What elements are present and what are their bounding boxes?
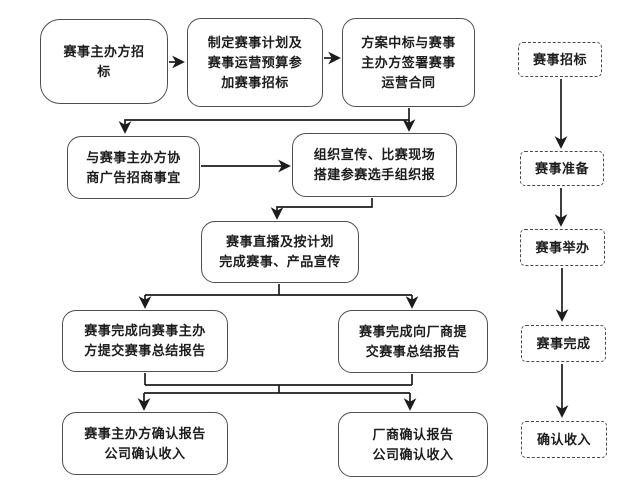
phase-box-event-completion: 赛事完成 xyxy=(521,325,606,362)
flow-box-host-tender: 赛事主办方招 标 xyxy=(40,19,168,104)
flow-box-report-to-vendor: 赛事完成向厂商提 交赛事总结报告 xyxy=(338,310,488,373)
flow-box-vendor-confirm-revenue: 厂商确认报告 公司确认收入 xyxy=(338,412,488,477)
phase-box-event-hosting: 赛事举办 xyxy=(520,229,605,266)
phase-box-event-preparation: 赛事准备 xyxy=(520,151,604,186)
flow-box-win-contract: 方案中标与赛事 主办方签署赛事 运营合同 xyxy=(342,18,475,107)
flow-box-negotiate-ads: 与赛事主办方协 商广告招商事宜 xyxy=(67,136,200,199)
flow-box-organize-publicity: 组织宣传、比赛现场 搭建参赛选手组织报 xyxy=(292,133,457,197)
arrow-lines xyxy=(118,51,569,418)
phase-box-confirm-revenue: 确认收入 xyxy=(521,421,607,458)
flow-box-plan-budget: 制定赛事计划及 赛事运营预算参 加赛事招标 xyxy=(187,18,323,107)
flow-box-report-to-host: 赛事完成向赛事主办 方提交赛事总结报告 xyxy=(62,310,228,372)
flow-box-host-confirm-revenue: 赛事主办方确认报告 公司确认收入 xyxy=(62,412,228,475)
phase-box-event-tender: 赛事招标 xyxy=(518,42,602,77)
flow-box-live-broadcast: 赛事直播及按计划 完成赛事、产品宣传 xyxy=(201,221,359,283)
